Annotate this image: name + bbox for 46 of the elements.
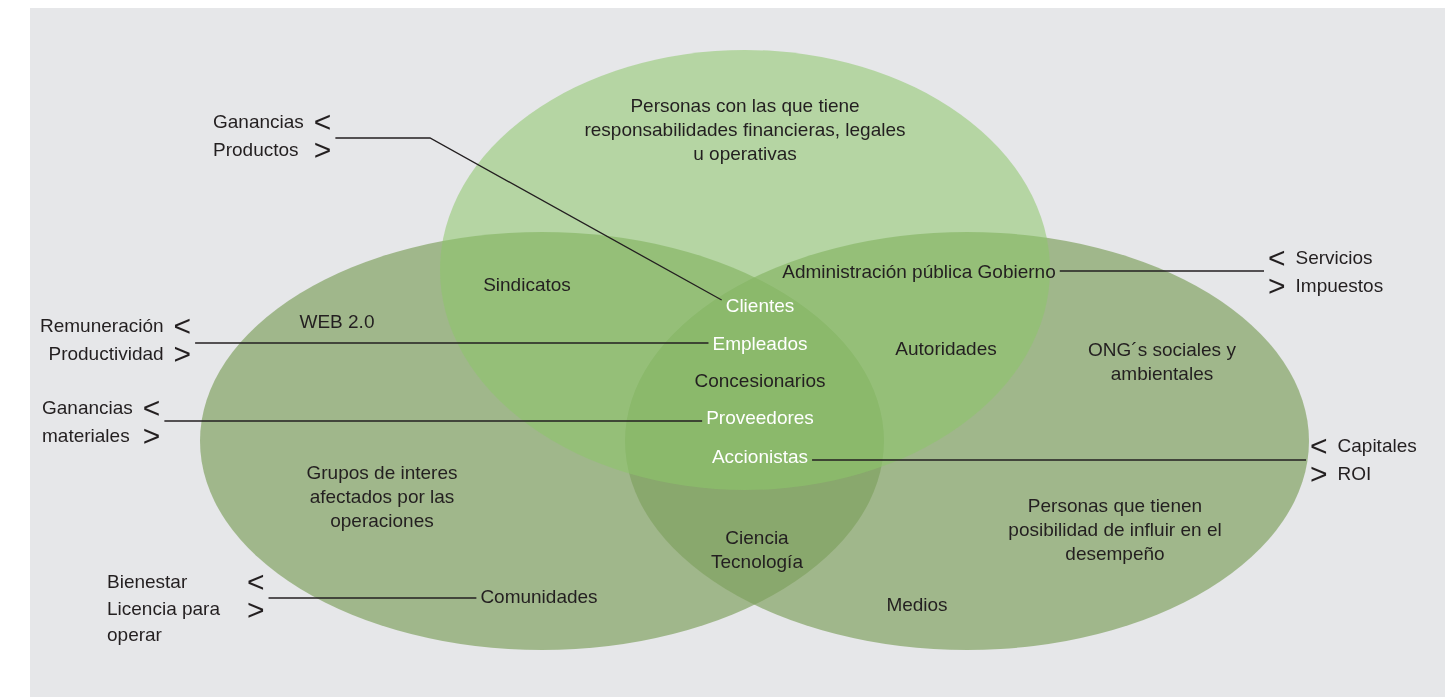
exchange-label: Remuneración bbox=[40, 314, 164, 338]
stakeholder-label: Empleados bbox=[712, 332, 808, 356]
group-label: Ciencia Tecnología bbox=[710, 526, 804, 574]
group-description: Personas con las que tiene responsabilidades financieras, legales u operativas bbox=[583, 94, 907, 166]
exchange-symbol: < bbox=[313, 108, 332, 136]
exchange-label: ROI bbox=[1337, 462, 1373, 486]
exchange-label: Bienestar bbox=[107, 570, 189, 594]
stakeholder-label: Comunidades bbox=[480, 585, 598, 609]
exchange-label: Capitales bbox=[1337, 434, 1417, 458]
group-label: ONG´s sociales y ambientales bbox=[1087, 338, 1237, 386]
exchange-symbol: < bbox=[142, 394, 161, 422]
stakeholder-label: Proveedores bbox=[706, 406, 814, 430]
exchange-label: materiales bbox=[42, 424, 131, 448]
group-label: Concesionarios bbox=[693, 369, 827, 393]
exchange-label: Impuestos bbox=[1295, 274, 1384, 298]
exchange-label: Licencia para operar bbox=[107, 597, 222, 647]
exchange-symbol: > bbox=[1268, 272, 1286, 300]
leader-line bbox=[267, 597, 478, 599]
group-label: WEB 2.0 bbox=[298, 310, 376, 334]
exchange-label: Productos bbox=[213, 138, 300, 162]
stakeholder-label: Clientes bbox=[725, 294, 795, 318]
stakeholder-label: Administración pública Gobierno bbox=[782, 260, 1056, 284]
exchange-symbol: < bbox=[1268, 244, 1286, 272]
exchange-symbol: > bbox=[1310, 460, 1328, 488]
leader-line bbox=[811, 459, 1307, 461]
exchange-symbol: < bbox=[1310, 432, 1328, 460]
exchange-symbol: > bbox=[313, 136, 332, 164]
exchange-label: Ganancias bbox=[42, 396, 133, 420]
leader-line bbox=[334, 137, 723, 301]
exchange-label: Servicios bbox=[1295, 246, 1374, 270]
exchange-label: Productividad bbox=[47, 342, 164, 366]
exchange-symbol: > bbox=[142, 422, 161, 450]
exchange-symbol: < bbox=[247, 568, 265, 596]
leader-line bbox=[163, 420, 703, 422]
group-description: Grupos de interes afectados por las operaciones bbox=[305, 461, 459, 533]
group-label: Sindicatos bbox=[482, 273, 572, 297]
group-label: Autoridades bbox=[894, 337, 998, 361]
group-description: Personas que tienen posibilidad de influir en el desempeño bbox=[1007, 494, 1223, 566]
group-label: Medios bbox=[885, 593, 949, 617]
stakeholder-label: Accionistas bbox=[711, 445, 809, 469]
leader-line bbox=[1059, 270, 1265, 272]
leader-line bbox=[194, 342, 710, 344]
exchange-label: Ganancias bbox=[213, 110, 304, 134]
exchange-symbol: > bbox=[247, 596, 265, 624]
exchange-symbol: > bbox=[173, 340, 192, 368]
exchange-symbol: < bbox=[173, 312, 192, 340]
